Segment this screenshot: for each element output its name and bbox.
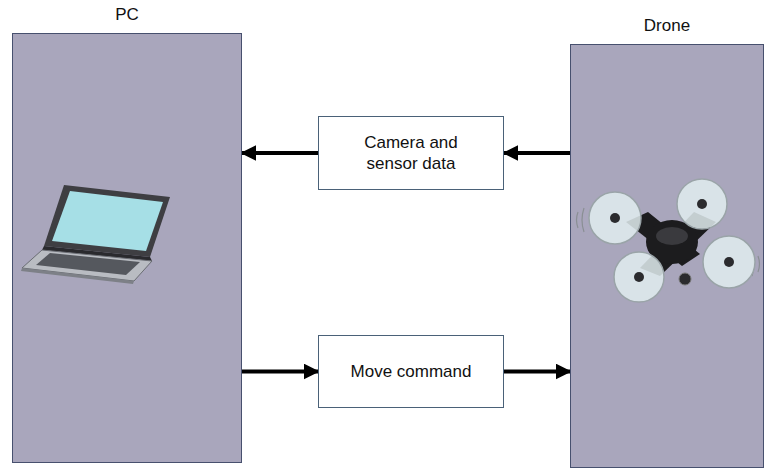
- panel-heading: PC: [13, 4, 241, 25]
- rotor-hubs: [610, 199, 734, 282]
- box-label: Camera and sensor data: [346, 132, 476, 174]
- flow-arrow: [242, 151, 318, 155]
- data-box: Camera and sensor data: [318, 116, 504, 190]
- drone-top: [656, 227, 688, 245]
- drone-panel: Drone: [570, 44, 764, 468]
- drone-camera: [679, 273, 691, 285]
- laptop-screen: [52, 191, 163, 251]
- panel-heading: Drone: [571, 15, 763, 36]
- pc-panel: PC: [12, 33, 242, 463]
- flow-arrow: [504, 151, 570, 155]
- laptop-edge: [21, 268, 134, 284]
- box-label: Move command: [351, 361, 472, 382]
- laptop-lid: [44, 185, 170, 257]
- drone-rotors: [589, 179, 755, 302]
- flow-arrow: [242, 370, 318, 374]
- command-box: Move command: [318, 335, 504, 408]
- flow-arrow: [504, 370, 570, 374]
